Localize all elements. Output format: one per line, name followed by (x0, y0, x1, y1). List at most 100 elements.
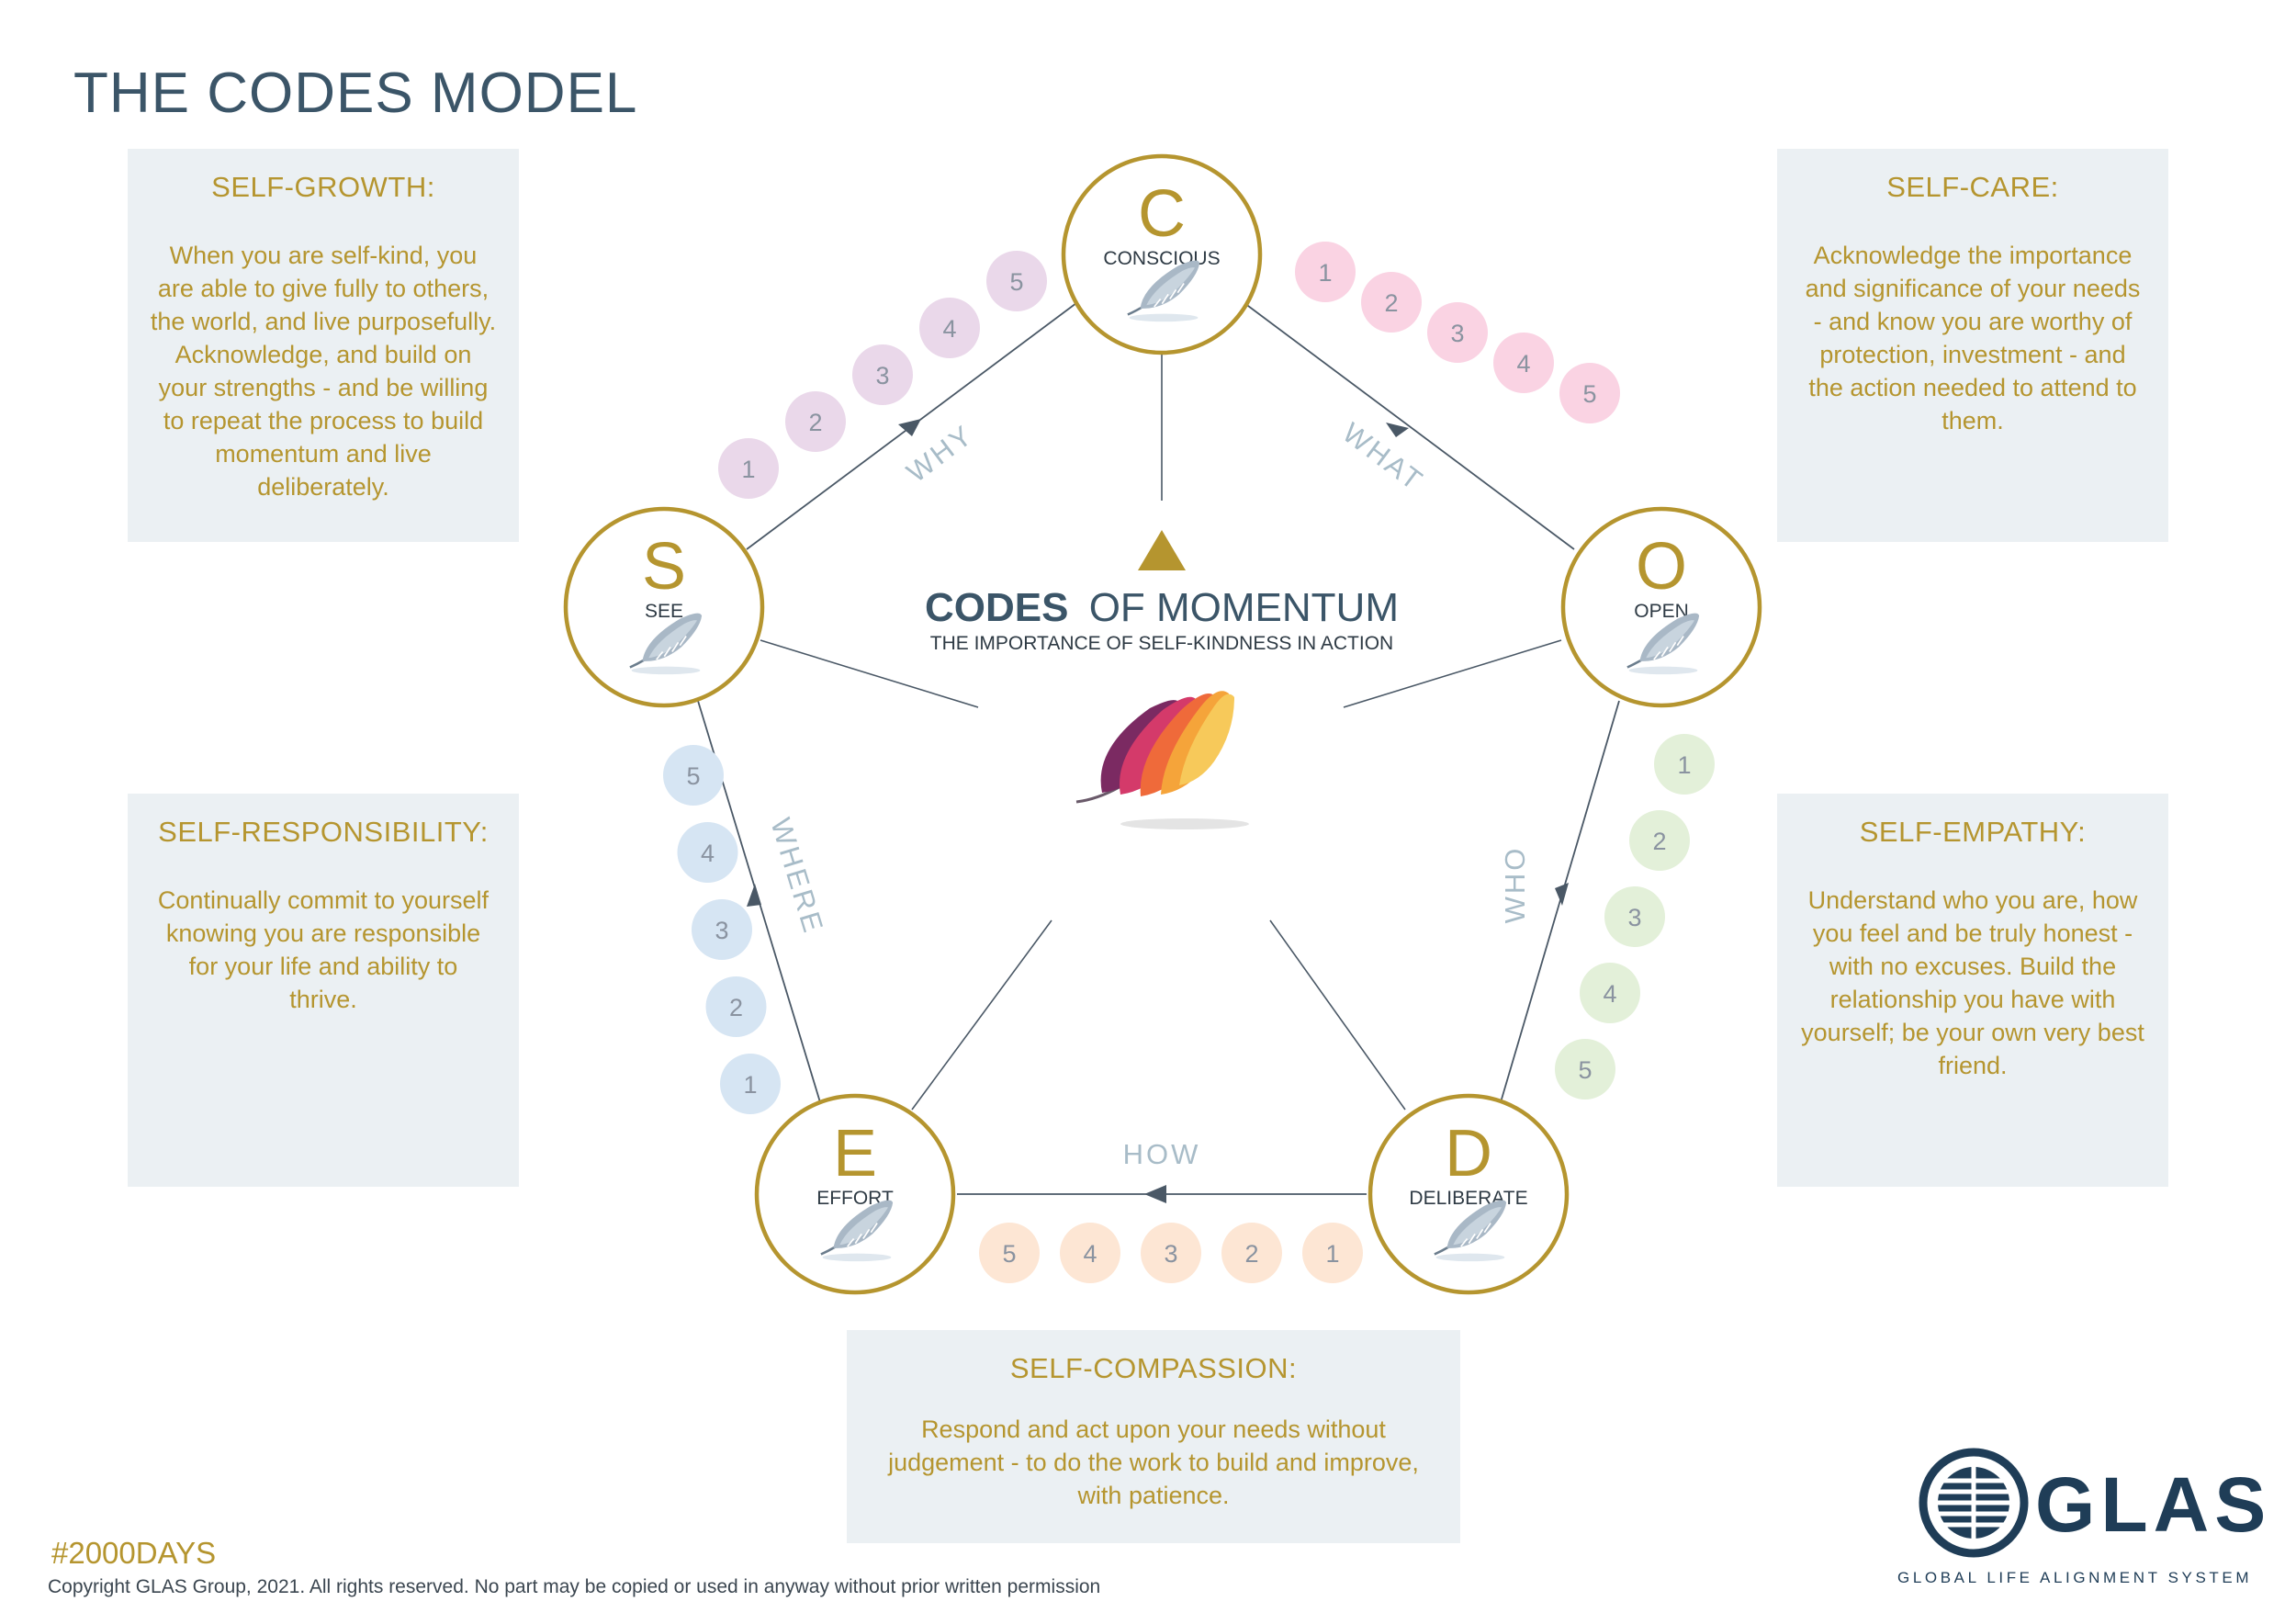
edge-label-where: WHERE (764, 814, 830, 938)
node-c[interactable]: C CONSCIOUS (1061, 153, 1263, 355)
scale-how-4: 4 (1060, 1223, 1120, 1283)
scale-who-3: 3 (1604, 886, 1665, 947)
node-e[interactable]: E EFFORT (754, 1093, 956, 1295)
panel-self-growth-heading: SELF-GROWTH: (211, 171, 435, 203)
node-e-letter: E (833, 1117, 877, 1190)
node-e-label: EFFORT (816, 1188, 894, 1209)
panel-self-care-body: Acknowledge the importance and significa… (1805, 242, 2141, 434)
arrow-how (1144, 1185, 1166, 1203)
scale-number: 4 (1603, 980, 1616, 1008)
scale-number: 3 (875, 362, 889, 389)
scale-how-3: 3 (1141, 1223, 1201, 1283)
logo-tagline: GLOBAL LIFE ALIGNMENT SYSTEM (1897, 1569, 2253, 1586)
panel-self-empathy-body: Understand who you are, how you feel and… (1801, 886, 2144, 1079)
scale-number: 3 (1164, 1240, 1177, 1268)
node-s-letter: S (642, 530, 686, 603)
page-title: THE CODES MODEL (73, 62, 638, 125)
scale-where-1: 1 (720, 1054, 781, 1114)
arrowheads (747, 419, 1569, 1203)
scale-how-1: 1 (1302, 1223, 1363, 1283)
scale-who-5: 5 (1555, 1039, 1615, 1100)
scale-how-5: 5 (979, 1223, 1040, 1283)
node-d-label: DELIBERATE (1409, 1188, 1527, 1209)
scale-why-3: 3 (852, 344, 913, 405)
panel-self-compassion: SELF-COMPASSION: Respond and act upon yo… (847, 1330, 1460, 1543)
scale-number: 1 (741, 456, 755, 483)
scale-how-2: 2 (1221, 1223, 1282, 1283)
scale-number: 5 (686, 762, 700, 790)
spoke-s (760, 639, 979, 708)
triangle-icon (1138, 530, 1186, 570)
panel-self-care: SELF-CARE: Acknowledge the importance an… (1777, 149, 2168, 542)
spokes (760, 354, 1562, 1111)
node-o-label: OPEN (1634, 601, 1689, 622)
center-subtitle: THE IMPORTANCE OF SELF-KINDNESS IN ACTIO… (930, 633, 1393, 654)
scale-number: 1 (743, 1071, 757, 1099)
node-s[interactable]: S SEE (563, 506, 765, 708)
scale-where-3: 3 (692, 899, 752, 960)
panel-self-responsibility: SELF-RESPONSIBILITY: Continually commit … (128, 794, 519, 1187)
spoke-e (911, 919, 1052, 1111)
scale-number: 2 (1384, 289, 1398, 317)
panel-self-responsibility-heading: SELF-RESPONSIBILITY: (158, 816, 489, 848)
node-c-letter: C (1138, 177, 1186, 251)
arrow-where (747, 884, 761, 907)
scale-number: 2 (1652, 828, 1666, 855)
panel-self-growth: SELF-GROWTH: When you are self-kind, you… (128, 149, 519, 542)
node-o[interactable]: O OPEN (1560, 506, 1762, 708)
scale-why-2: 2 (785, 391, 846, 452)
panel-self-responsibility-body: Continually commit to yourself knowing y… (157, 886, 490, 1013)
scale-what-2: 2 (1361, 272, 1422, 333)
scale-number: 4 (1083, 1240, 1097, 1268)
panel-self-growth-body: When you are self-kind, you are able to … (150, 242, 497, 501)
scale-why-5: 5 (986, 251, 1047, 311)
scale-who-2: 2 (1629, 810, 1690, 871)
edge-who (1500, 700, 1620, 1103)
scale-number: 4 (1516, 350, 1530, 378)
colorful-feather-icon (1075, 691, 1249, 829)
spoke-o (1343, 639, 1562, 708)
scale-number: 5 (1578, 1056, 1592, 1084)
scale-what-3: 3 (1427, 302, 1488, 363)
edge-label-how: HOW (1123, 1138, 1201, 1170)
scale-who-1: 1 (1654, 734, 1715, 795)
center-title-rest: OF MOMENTUM (1089, 585, 1399, 630)
node-o-letter: O (1636, 530, 1687, 603)
scale-number: 4 (701, 840, 715, 867)
scale-number: 5 (1582, 380, 1596, 408)
scale-where-5: 5 (663, 745, 724, 806)
spoke-d (1269, 919, 1406, 1111)
edge-what (1244, 302, 1575, 550)
logo-name: GLAS (2035, 1461, 2272, 1548)
arrow-what (1386, 423, 1409, 437)
node-s-label: SEE (645, 601, 683, 622)
node-c-label: CONSCIOUS (1103, 248, 1220, 269)
scale-why-1: 1 (718, 438, 779, 499)
footer-hashtag: #2000DAYS (51, 1536, 217, 1570)
scale-number: 3 (715, 917, 728, 944)
center-title-bold: CODES (925, 585, 1068, 630)
edge-label-who: WHO (1499, 846, 1531, 924)
node-d[interactable]: D DELIBERATE (1367, 1093, 1570, 1295)
edge-label-what: WHAT (1336, 416, 1430, 498)
scale-why-4: 4 (919, 298, 980, 358)
scale-what-4: 4 (1493, 333, 1554, 393)
panel-self-compassion-body: Respond and act upon your needs without … (888, 1415, 1419, 1509)
scale-what-5: 5 (1559, 363, 1620, 423)
scale-where-4: 4 (677, 822, 738, 883)
scale-where-2: 2 (705, 976, 767, 1037)
scale-number: 1 (1318, 259, 1332, 287)
footer-copyright: Copyright GLAS Group, 2021. All rights r… (48, 1576, 1101, 1597)
node-d-letter: D (1445, 1117, 1492, 1190)
scale-number: 4 (942, 315, 956, 343)
scale-number: 3 (1450, 320, 1464, 347)
scale-what-1: 1 (1295, 242, 1356, 302)
panel-self-empathy: SELF-EMPATHY: Understand who you are, ho… (1777, 794, 2168, 1187)
glas-globe-icon (1919, 1448, 2029, 1558)
arrow-who (1555, 883, 1569, 906)
scale-number: 2 (729, 994, 743, 1021)
scale-number: 1 (1677, 751, 1691, 779)
arrow-why (898, 419, 921, 436)
